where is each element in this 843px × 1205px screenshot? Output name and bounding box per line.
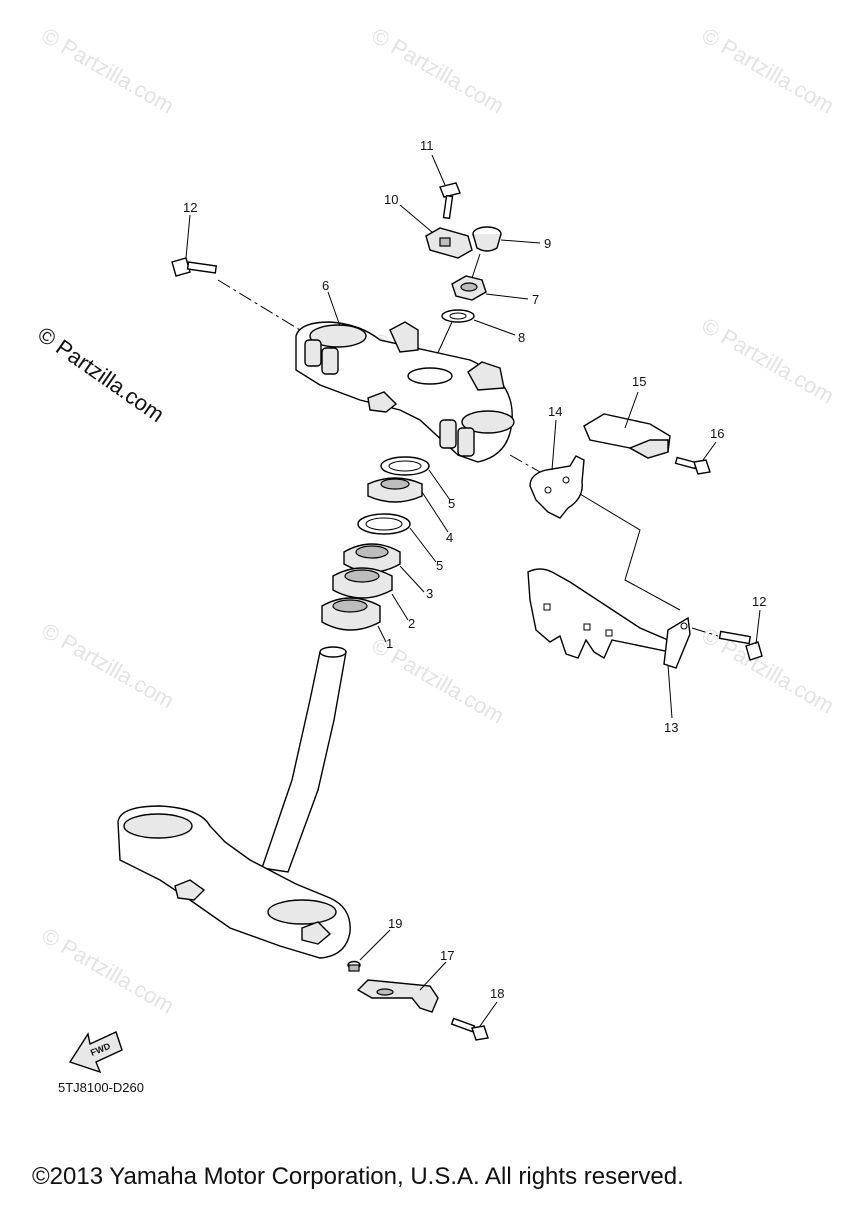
part-17-stay[interactable] [356,979,439,1013]
part-7-nut[interactable] [451,275,487,301]
callout-14: 14 [548,404,562,419]
callout-16: 16 [710,426,724,441]
part-9-cap[interactable] [472,226,502,252]
watermark: © Partzilla.com [698,313,839,409]
part-5-washer-lower[interactable] [357,513,411,535]
part-1-bearing[interactable] [321,597,381,631]
side-watermark: © Partzilla.com [33,322,169,428]
callout-12-right: 12 [752,594,766,609]
callout-10: 10 [384,192,398,207]
callout-17: 17 [440,948,454,963]
watermark: © Partzilla.com [698,623,839,719]
part-18-bolt[interactable] [450,1017,489,1041]
callout-13: 13 [664,720,678,735]
diagram-code: 5TJ8100-D260 [58,1080,144,1095]
fwd-arrow-icon: FWD [68,1031,123,1074]
part-10-clamp[interactable] [425,227,473,259]
part-11-bolt[interactable] [439,182,461,220]
watermark: © Partzilla.com [38,923,179,1019]
callout-8: 8 [518,330,525,345]
callout-18: 18 [490,986,504,1001]
watermark: © Partzilla.com [38,23,179,119]
watermark: © Partzilla.com [38,618,179,714]
part-12-bolt-left[interactable] [171,257,218,277]
callout-4: 4 [446,530,453,545]
part-13-plate[interactable] [527,568,691,669]
callout-7: 7 [532,292,539,307]
callout-15: 15 [632,374,646,389]
callout-6: 6 [322,278,329,293]
watermark: © Partzilla.com [368,23,509,119]
callout-9: 9 [544,236,551,251]
callout-1: 1 [386,636,393,651]
part-4-ring-nut[interactable] [367,477,423,503]
part-8-washer[interactable] [441,309,475,323]
part-19-collar[interactable] [347,960,361,972]
callout-2: 2 [408,616,415,631]
callout-11: 11 [420,138,434,153]
part-12-bolt-right[interactable] [718,630,763,661]
lower-bracket-stem[interactable] [117,646,351,959]
callout-5-upper: 5 [448,496,455,511]
part-14-bracket[interactable] [529,455,585,519]
watermark: © Partzilla.com [698,23,839,119]
callout-19: 19 [388,916,402,931]
callouts: 1 2 3 4 5 5 6 7 8 9 10 11 12 12 13 14 15… [183,138,766,1001]
callout-5-lower: 5 [436,558,443,573]
part-6-upper-bracket[interactable] [295,321,515,463]
callout-3: 3 [426,586,433,601]
part-16-bolt[interactable] [674,456,711,475]
part-2-bearing[interactable] [332,567,393,599]
callout-12-left: 12 [183,200,197,215]
part-3-seal[interactable] [343,543,401,573]
copyright-notice: ©2013 Yamaha Motor Corporation, U.S.A. A… [32,1163,684,1190]
part-5-washer-upper[interactable] [380,456,430,476]
part-15-holder[interactable] [583,413,671,459]
